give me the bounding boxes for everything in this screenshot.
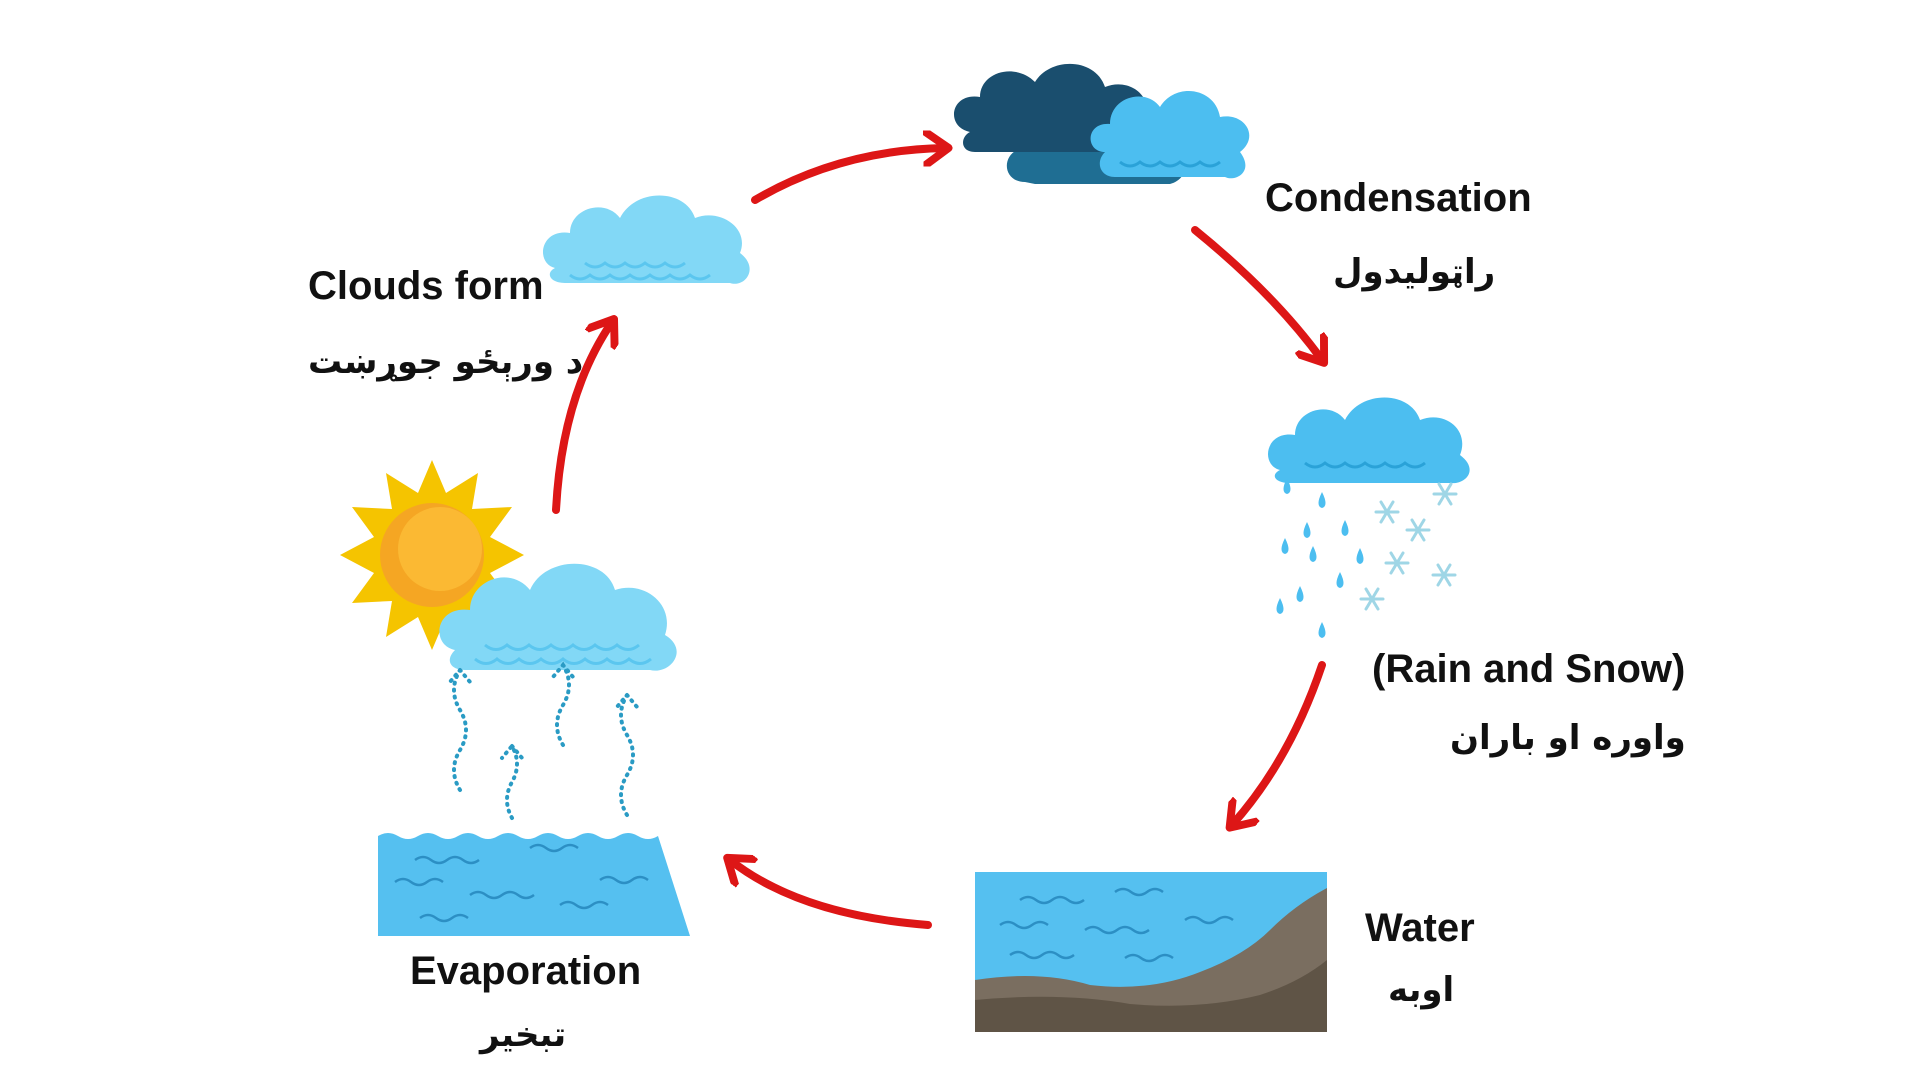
snowflake-icon	[1359, 482, 1458, 611]
precipitation-title: (Rain and Snow)	[1372, 647, 1686, 691]
rain-cloud-icon	[1268, 397, 1470, 484]
evaporation-subtitle: تبخیر	[480, 1015, 567, 1055]
precipitation-subtitle: واوره او باران	[1450, 718, 1686, 758]
clouds-form-subtitle: د ورېځو جوړښت	[308, 342, 584, 382]
arrow-evaporation-to-clouds	[552, 322, 612, 514]
rain-icon	[1276, 478, 1364, 638]
clouds-form-title: Clouds form	[308, 264, 544, 308]
water-icon	[378, 833, 690, 936]
cycle-arrows	[552, 148, 1326, 929]
condensation-clouds-icon	[953, 63, 1250, 184]
sun-icon	[340, 460, 524, 650]
water-icon	[975, 872, 1327, 1032]
cloud-icon	[543, 195, 750, 284]
evaporation-arrow-icon	[448, 661, 639, 820]
arrow-clouds-to-condensation	[751, 148, 945, 204]
arrow-water-to-evaporation	[730, 860, 932, 929]
evaporation-title: Evaporation	[410, 949, 642, 993]
condensation-subtitle: راټولیدول	[1333, 252, 1496, 292]
water-subtitle: اوبه	[1388, 970, 1455, 1010]
arrow-precipitation-to-water	[1232, 661, 1326, 825]
condensation-title: Condensation	[1265, 176, 1532, 220]
cloud-icon	[439, 563, 677, 671]
water-title: Water	[1365, 906, 1475, 950]
arrow-condensation-to-precipitation	[1191, 226, 1322, 360]
